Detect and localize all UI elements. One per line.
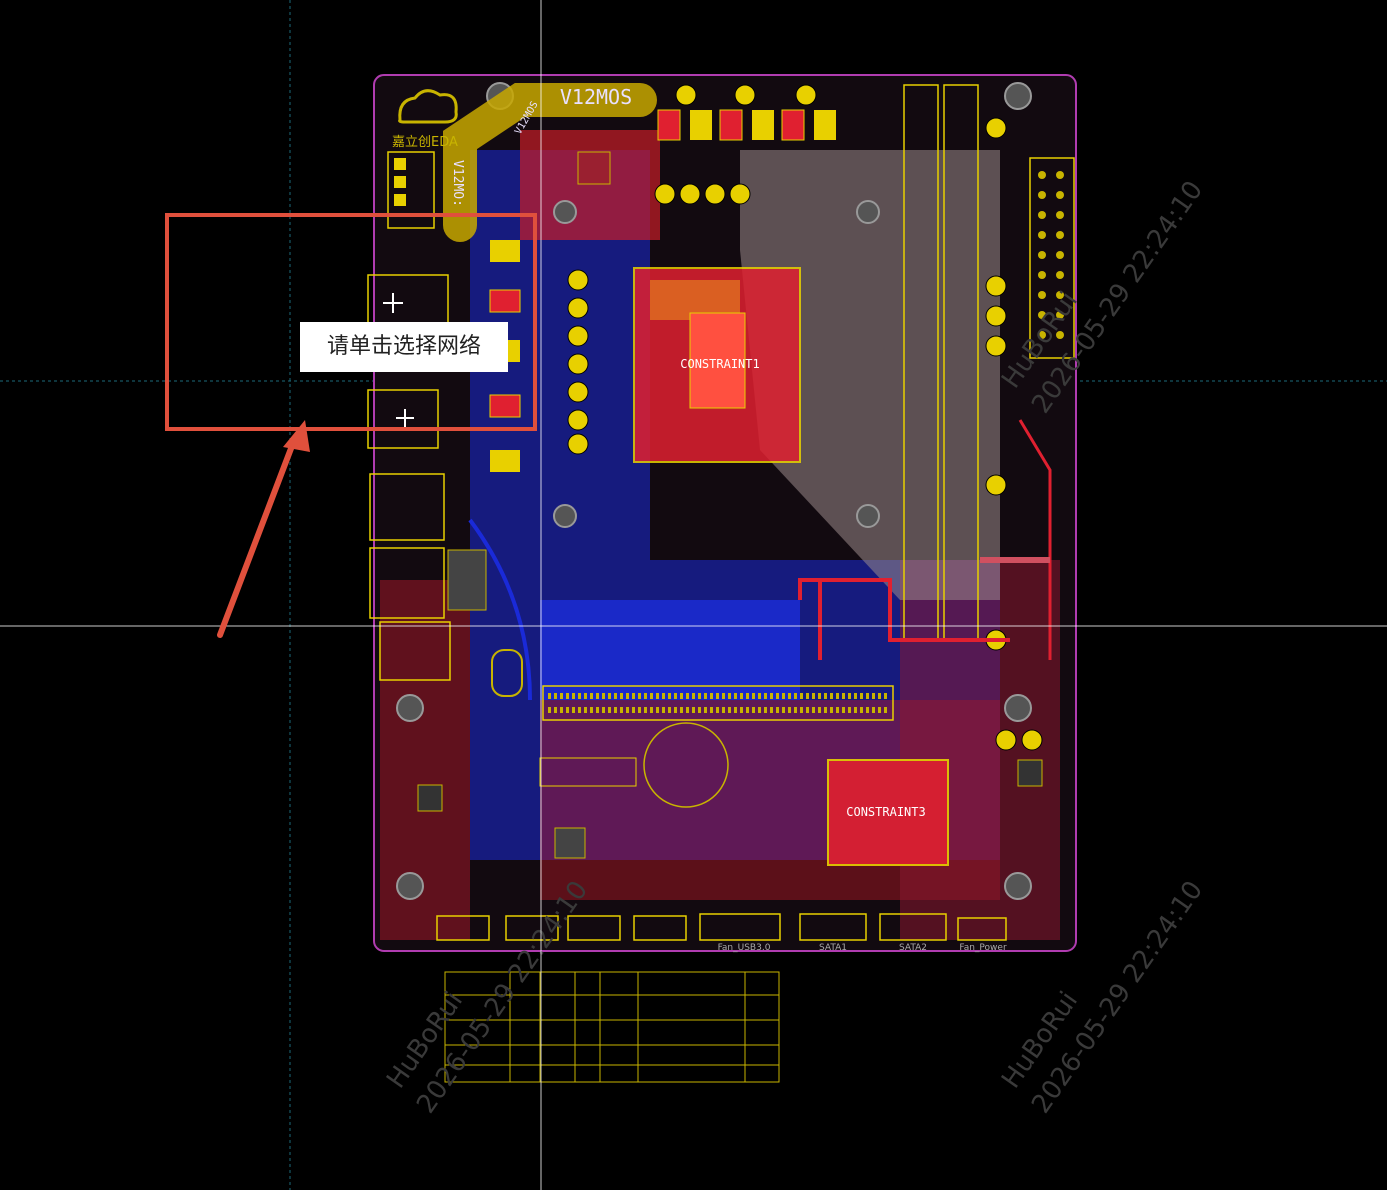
top-copper-pour-3[interactable] [380,580,470,940]
bottom-copper-pour-2[interactable] [540,600,800,700]
connector-label-sata1: SATA1 [819,943,847,953]
memory-trace-region[interactable] [740,150,1000,600]
bottom-headers[interactable] [436,913,1007,941]
silkscreen-highlight [443,83,657,242]
ics [417,151,1043,859]
callout-box [165,213,537,431]
atx-power-connector[interactable] [1029,157,1075,359]
cursor-plus-icon [383,293,414,427]
vrm-mosfets [489,109,836,472]
top-copper-pour-4[interactable] [900,560,1060,940]
atx-pins [1038,171,1064,339]
io-header-pins [394,158,406,206]
vrm-capacitors [567,84,1043,751]
select-net-tooltip: 请单击选择网络 [300,322,508,372]
pcie-pins [548,693,888,713]
callout-arrow [217,435,298,638]
io-connectors[interactable] [367,151,451,681]
connector-label-sata2: SATA2 [899,943,927,953]
board-title: V12MOS [560,85,632,109]
cpu-core-pads [689,312,746,409]
connector-label-fan-power: Fan_Power [959,943,1007,953]
constraint3-label: CONSTRAINT3 [846,805,925,819]
logo-text: 嘉立创EDA [392,135,458,150]
connector-label-fan-usb: Fan_USB3.0 [718,943,771,953]
board-title-rotated-2: V12MO: [450,160,465,207]
routed-traces[interactable] [468,419,1052,701]
title-block [444,971,780,1083]
cloud-logo-icon [398,89,458,124]
constraint1-label: CONSTRAINT1 [680,357,759,371]
pcie-slot[interactable] [542,685,894,721]
chipset[interactable] [827,759,949,866]
